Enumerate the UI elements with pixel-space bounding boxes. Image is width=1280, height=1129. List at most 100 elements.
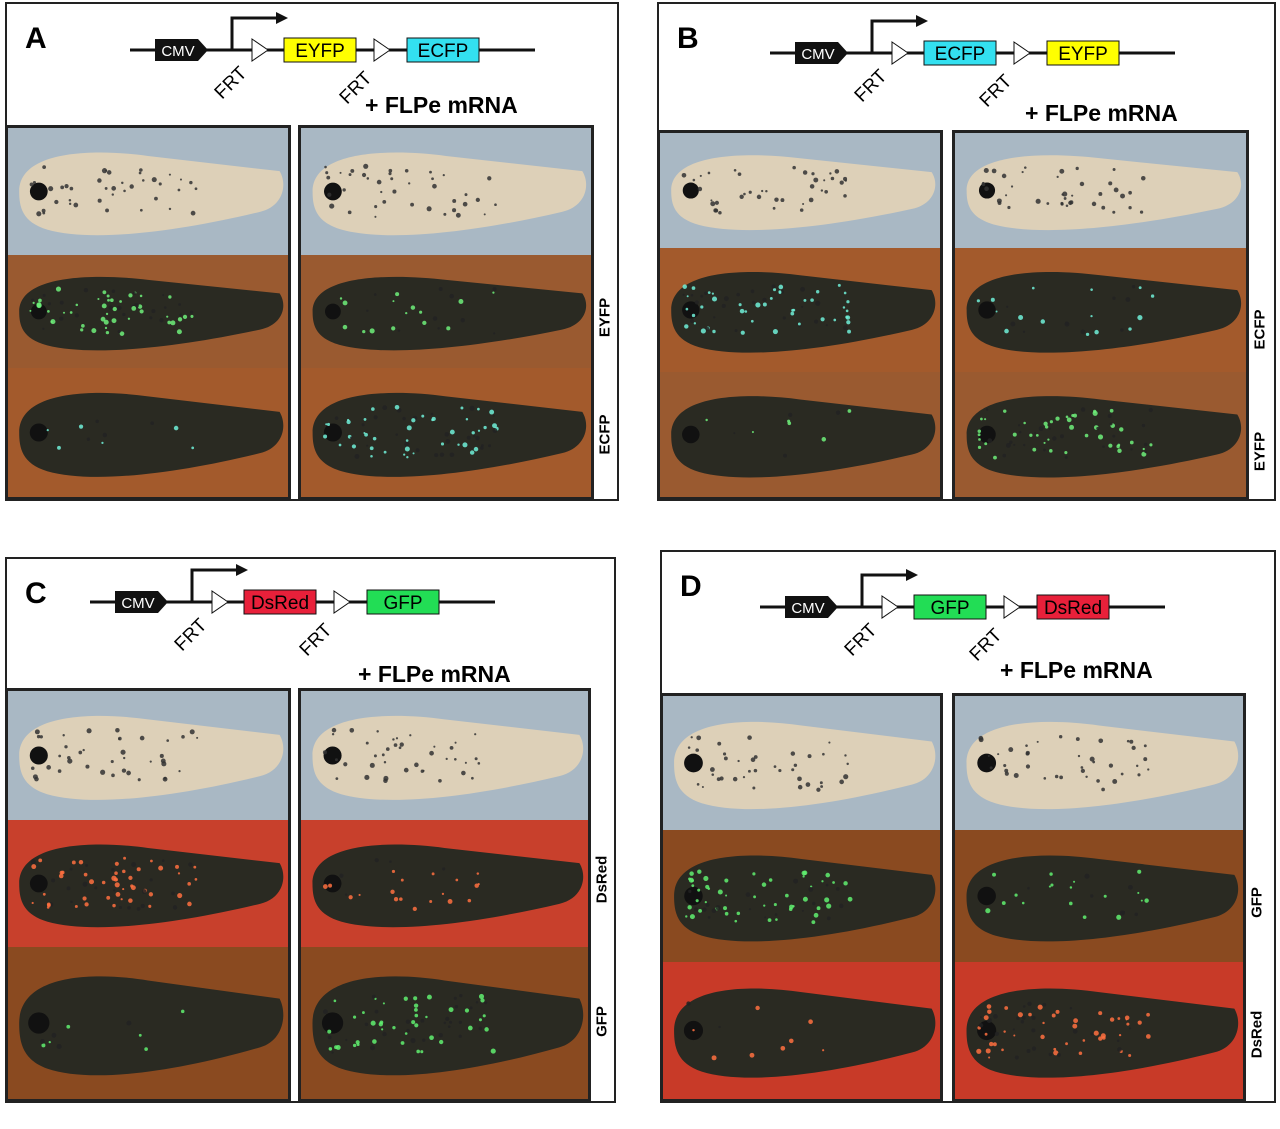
tadpole-body xyxy=(312,152,587,236)
tadpole-eye xyxy=(29,874,48,893)
tadpole-body xyxy=(19,152,284,236)
tadpole-eye xyxy=(323,874,342,893)
panel-letter: A xyxy=(25,22,47,55)
control-column xyxy=(5,125,291,500)
tadpole-eye xyxy=(682,301,700,319)
fluorescence-eyfp-image xyxy=(955,372,1246,497)
treatment-label: + FLPe mRNA xyxy=(1000,657,1153,683)
frt-site-icon xyxy=(333,590,351,614)
gene2-box xyxy=(1046,40,1120,66)
brightfield-image xyxy=(660,133,940,248)
gene2-label: EYFP xyxy=(1058,44,1108,65)
frt-site-icon xyxy=(891,41,909,65)
treatment-label: + FLPe mRNA xyxy=(1025,100,1178,126)
tadpole-body xyxy=(19,392,284,477)
fluorescence-eyfp-image xyxy=(660,372,940,497)
tadpole-body xyxy=(19,976,284,1076)
gene1-box xyxy=(283,37,357,63)
fluorescence-eyfp-image xyxy=(8,255,288,368)
frt-site-icon xyxy=(1013,41,1031,65)
brightfield-image xyxy=(955,133,1246,248)
tadpole-body xyxy=(966,855,1239,942)
transcription-arrow xyxy=(860,573,908,607)
brightfield-image xyxy=(301,128,591,255)
fluorescence-ecfp-image xyxy=(8,368,288,497)
tadpole-body xyxy=(19,715,284,800)
gene1-label: EYFP xyxy=(295,41,345,62)
fluorescence-dsred-image xyxy=(8,820,288,947)
control-column xyxy=(660,693,943,1102)
brightfield-image xyxy=(663,696,940,830)
treatment-label: + FLPe mRNA xyxy=(365,92,518,118)
brightfield-image xyxy=(8,128,288,255)
brightfield-image xyxy=(955,696,1243,830)
gene1-box xyxy=(243,589,317,615)
tadpole-body xyxy=(966,155,1242,231)
gene2-label: ECFP xyxy=(418,41,469,62)
gene1-label: DsRed xyxy=(251,593,309,614)
frt-site-icon xyxy=(1003,595,1021,619)
channel-label: GFP xyxy=(1248,887,1266,918)
gene2-label: DsRed xyxy=(1044,598,1102,619)
promoter-label: CMV xyxy=(161,43,194,60)
fluorescence-dsred-image xyxy=(663,962,940,1099)
arrow-head-icon xyxy=(906,569,918,581)
transcription-arrow xyxy=(190,568,238,602)
fluorescence-eyfp-image xyxy=(301,255,591,368)
fluorescence-ecfp-image xyxy=(660,248,940,372)
tadpole-body xyxy=(966,721,1239,810)
tadpole-eye xyxy=(978,301,996,319)
fluorescence-ecfp-image xyxy=(955,248,1246,372)
frt-site-icon xyxy=(211,590,229,614)
frt-site-icon xyxy=(373,38,391,62)
brightfield-image xyxy=(8,691,288,820)
fluorescence-dsred-image xyxy=(301,820,588,947)
arrow-head-icon xyxy=(276,12,288,24)
tadpole-eye xyxy=(29,182,48,201)
tadpole-body xyxy=(312,392,587,477)
fluorescence-gfp-image xyxy=(8,947,288,1099)
tadpole-eye xyxy=(29,423,48,442)
transcription-arrow xyxy=(870,19,918,53)
flpe-injected-column xyxy=(952,130,1249,500)
tadpole-body xyxy=(312,844,584,928)
tadpole-body xyxy=(966,988,1239,1078)
tadpole-body xyxy=(671,396,936,478)
fluorescence-gfp-image xyxy=(301,947,588,1099)
fluorescence-ecfp-image xyxy=(301,368,591,497)
promoter-label: CMV xyxy=(121,595,154,612)
promoter-box xyxy=(785,596,838,618)
tadpole-body xyxy=(312,715,584,800)
tadpole-body xyxy=(671,271,936,353)
flpe-injected-column xyxy=(298,688,591,1102)
gene2-box xyxy=(366,589,440,615)
frt-site-icon xyxy=(881,595,899,619)
arrow-head-icon xyxy=(236,564,248,576)
tadpole-eye xyxy=(684,753,703,773)
promoter-label: CMV xyxy=(791,600,824,617)
promoter-box xyxy=(155,39,208,61)
fluorescence-dsred-image xyxy=(955,962,1243,1099)
gene2-label: GFP xyxy=(383,593,422,614)
tadpole-eye xyxy=(977,753,997,773)
promoter-box xyxy=(115,591,168,613)
panel-letter: D xyxy=(680,570,702,603)
promoter-box xyxy=(795,42,848,64)
control-column xyxy=(5,688,291,1102)
tadpole-body xyxy=(966,396,1242,478)
tadpole-eye xyxy=(30,303,47,320)
flpe-injected-column xyxy=(298,125,594,500)
flpe-injected-column xyxy=(952,693,1246,1102)
channel-label: DsRed xyxy=(1248,1010,1266,1059)
gene1-label: ECFP xyxy=(935,44,986,65)
arrow-head-icon xyxy=(916,15,928,27)
brightfield-image xyxy=(301,691,588,820)
gene1-label: GFP xyxy=(930,598,969,619)
tadpole-eye xyxy=(682,182,699,199)
fluorescence-gfp-image xyxy=(955,830,1243,962)
tadpole-eye xyxy=(321,1012,344,1034)
